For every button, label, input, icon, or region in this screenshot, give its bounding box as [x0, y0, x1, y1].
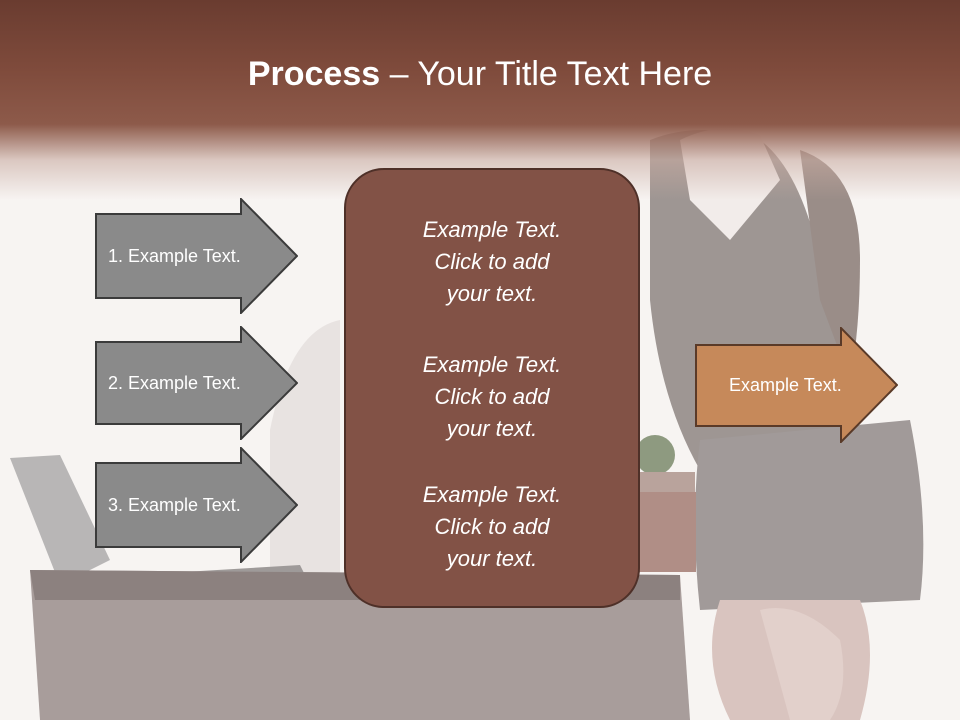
arrow-shape-icon: [695, 327, 898, 443]
arrow-shape-icon: [95, 326, 298, 440]
text-line: Click to add: [434, 514, 550, 539]
text-line: Click to add: [434, 249, 550, 274]
arrow-shape-icon: [95, 447, 298, 563]
title-banner: [0, 0, 960, 200]
text-line: Example Text.: [422, 352, 562, 377]
text-line: your text.: [446, 281, 538, 306]
text-line: Click to add: [434, 384, 550, 409]
process-arrow-label: 1. Example Text.: [108, 245, 241, 266]
slide-title[interactable]: Process – Your Title Text Here: [0, 52, 960, 96]
result-arrow[interactable]: Example Text.: [695, 327, 898, 443]
result-arrow-label: Example Text.: [729, 374, 842, 395]
text-line: Example Text.: [422, 482, 562, 507]
text-line: your text.: [446, 546, 538, 571]
text-block-1: Example Text. Click to add your text.: [346, 214, 638, 310]
text-block-3: Example Text. Click to add your text.: [346, 479, 638, 575]
process-arrow-3[interactable]: 3. Example Text.: [95, 447, 298, 563]
process-arrow-1[interactable]: 1. Example Text.: [95, 198, 298, 314]
process-arrow-label: 3. Example Text.: [108, 494, 241, 515]
text-block-2: Example Text. Click to add your text.: [346, 349, 638, 445]
title-rest-part: – Your Title Text Here: [380, 55, 713, 93]
process-arrow-2[interactable]: 2. Example Text.: [95, 326, 298, 440]
text-line: your text.: [446, 416, 538, 441]
text-line: Example Text.: [422, 217, 562, 242]
center-text-box[interactable]: Example Text. Click to add your text. Ex…: [344, 168, 640, 608]
process-arrow-label: 2. Example Text.: [108, 372, 241, 393]
title-bold-part: Process: [247, 55, 381, 93]
arrow-shape-icon: [95, 198, 298, 314]
